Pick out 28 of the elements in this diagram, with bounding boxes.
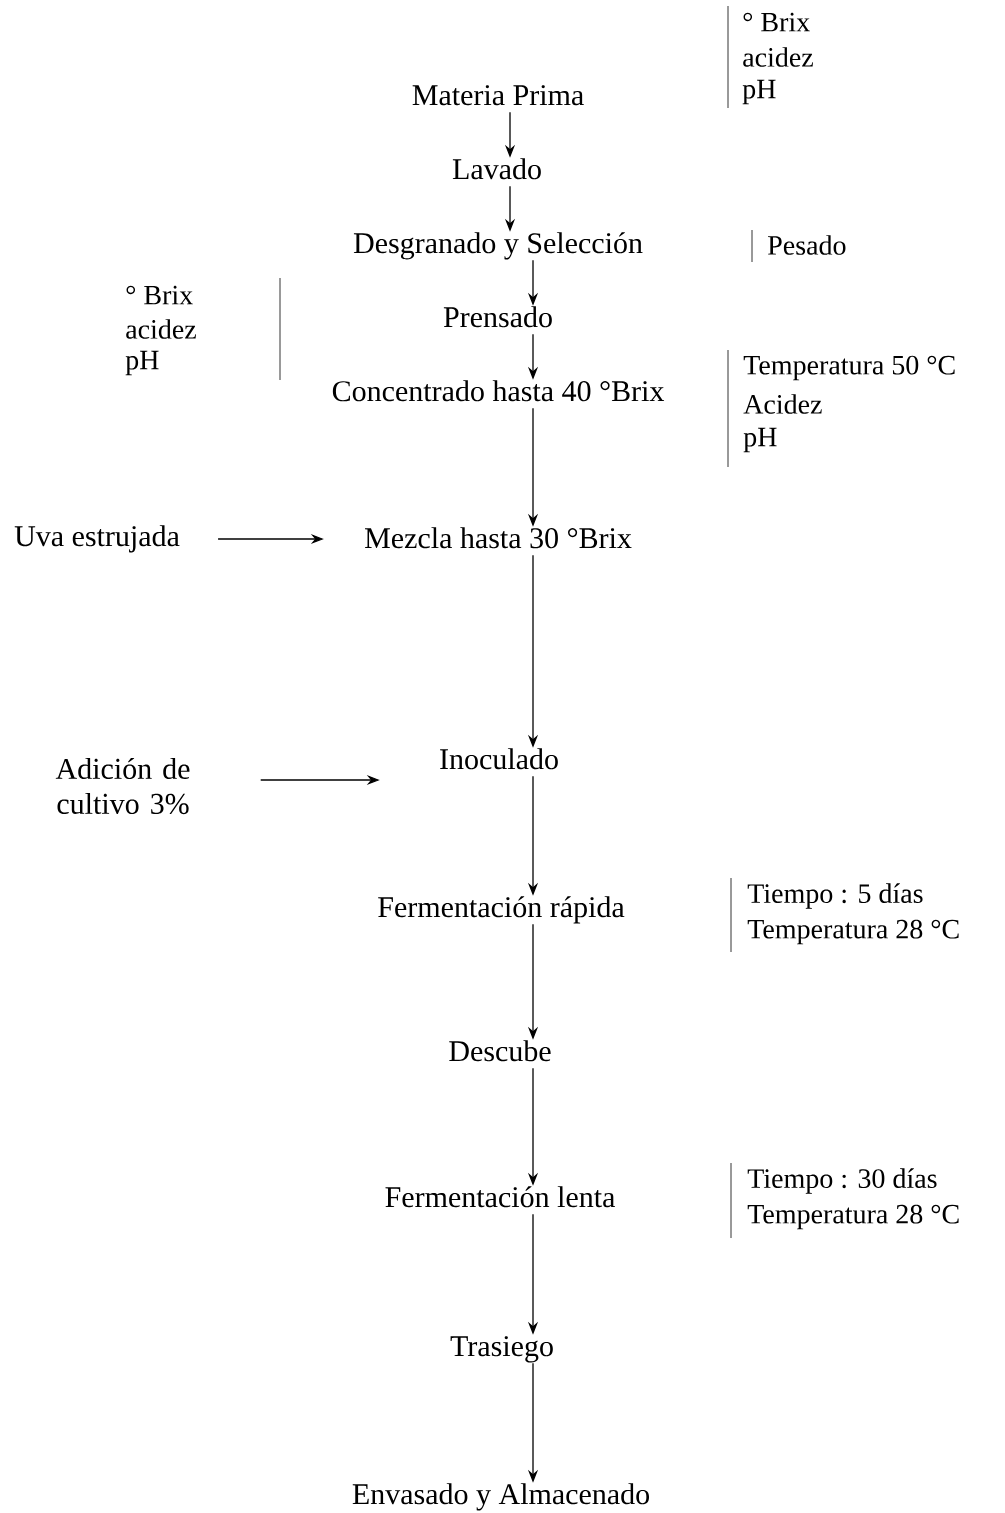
step-text: Mezcla hasta 30 °Brix (365, 527, 632, 549)
step-text: Inoculado (440, 748, 558, 770)
side-note: Pesado (768, 235, 846, 255)
step-text: Descube (449, 1040, 551, 1062)
side-note: Temperatura 50 °C (743, 355, 955, 381)
side-note: ° Brix (743, 12, 810, 32)
step-text: Desgranado y Selección (353, 232, 643, 260)
side-note: Temperatura 28 °C (747, 919, 959, 945)
side-note: pH (125, 350, 159, 376)
step-text: Fermentación rápida (378, 896, 625, 924)
step-text: Envasado y Almacenado (352, 1483, 649, 1511)
side-note: ° Brix (126, 285, 193, 305)
step-text: Adición de cultivo 3% (55, 757, 190, 815)
step-text: Concentrado hasta 40 °Brix (332, 380, 665, 402)
side-note: pH (743, 427, 777, 453)
step-text: Materia Prima (412, 85, 584, 106)
side-note: pH (742, 79, 776, 105)
side-note: Acidez (743, 394, 822, 414)
step-text: Uva estrujada (14, 525, 180, 553)
side-note: acidez (743, 47, 813, 67)
step-text: Prensado (443, 306, 552, 328)
side-note: Tiempo : 5 días (747, 883, 923, 909)
step-text: Fermentación lenta (385, 1186, 615, 1208)
side-note: Tiempo : 30 días (747, 1168, 937, 1194)
step-text: Lavado (452, 158, 541, 180)
side-note: Temperatura 28 °C (747, 1204, 959, 1230)
step-text: Trasiego (450, 1336, 553, 1363)
side-note: acidez (126, 319, 196, 339)
